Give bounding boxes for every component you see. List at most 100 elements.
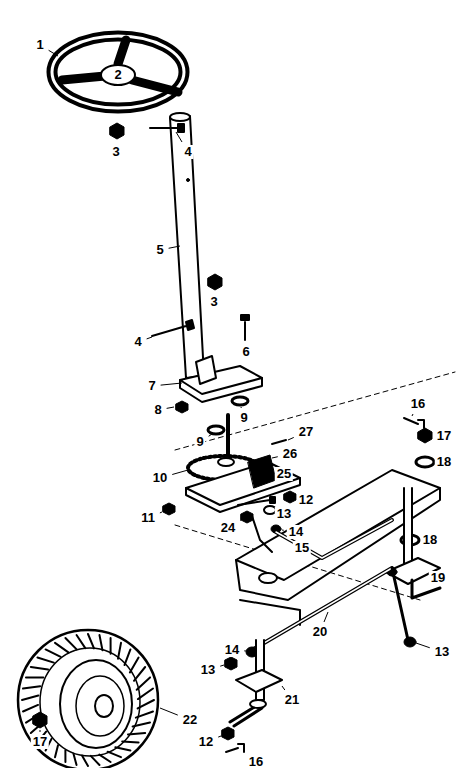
leader-line	[416, 643, 430, 648]
leader-line	[218, 736, 221, 737]
callout-number: 24	[219, 521, 237, 535]
leader-line	[272, 457, 278, 458]
callout-number: 17	[435, 429, 453, 443]
steering-column	[170, 113, 204, 378]
leader-line	[412, 414, 413, 416]
nut	[33, 712, 47, 728]
nut	[208, 274, 222, 290]
bolt	[241, 315, 249, 340]
tread-groove	[118, 643, 121, 659]
steering-wheel	[52, 36, 184, 108]
bolt	[238, 497, 275, 505]
leader-line	[209, 434, 212, 436]
tread-groove	[55, 643, 68, 652]
leader-line	[147, 337, 152, 339]
lower-plate	[186, 440, 300, 512]
steering-bracket	[180, 356, 262, 402]
callout-number: 9	[238, 411, 249, 425]
leader-line	[172, 470, 188, 475]
leader-line	[220, 665, 224, 666]
callout-number: 11	[139, 511, 157, 525]
tread-groove	[23, 686, 40, 688]
tread-groove	[73, 754, 76, 765]
callout-number: 4	[182, 145, 193, 159]
callout-number: 2	[112, 68, 123, 82]
callout-number: 7	[146, 379, 157, 393]
leader-line	[176, 132, 182, 142]
tread-edge	[40, 648, 140, 756]
callout-number: 1	[34, 38, 45, 52]
tread-groove	[77, 635, 86, 648]
tread-groove	[99, 635, 102, 650]
tread-groove	[99, 755, 110, 762]
leader-line	[288, 437, 294, 440]
callout-number: 13	[199, 663, 217, 677]
nut	[222, 727, 234, 740]
tread-groove	[37, 658, 53, 663]
washer	[232, 397, 248, 405]
leader-line	[169, 246, 180, 248]
nut	[110, 123, 124, 139]
callout-number: 27	[297, 425, 315, 439]
callout-number: 4	[132, 335, 143, 349]
nut	[176, 401, 188, 413]
leader-line	[161, 383, 182, 385]
leader-line	[241, 407, 242, 408]
drag-link	[276, 520, 392, 558]
nut	[418, 428, 432, 443]
callout-number: 26	[281, 447, 299, 461]
callout-number: 14	[287, 525, 305, 539]
tread-groove	[23, 705, 38, 712]
tread-groove	[124, 649, 130, 665]
callout-number: 12	[297, 493, 315, 507]
leader-line	[282, 686, 285, 690]
leader-line	[160, 708, 178, 715]
nut	[163, 503, 175, 515]
leader-line	[282, 530, 284, 531]
drag-link	[276, 520, 392, 558]
leader-line	[240, 520, 242, 521]
leader-line	[270, 472, 272, 473]
tread-groove	[65, 638, 76, 649]
tie-rod	[246, 568, 416, 657]
tread-groove	[46, 649, 61, 656]
callout-number: 9	[194, 435, 205, 449]
callout-number: 22	[181, 713, 199, 727]
leader-line	[49, 50, 58, 56]
nut	[225, 657, 237, 670]
washer	[208, 426, 224, 434]
callout-number: 15	[293, 541, 311, 555]
tread-groove	[26, 676, 43, 678]
tread-groove	[64, 750, 66, 762]
callout-number: 5	[154, 243, 165, 257]
callout-number: 13	[275, 507, 293, 521]
washer	[416, 457, 434, 467]
callout-number: 3	[110, 145, 121, 159]
callout-number: 14	[223, 643, 241, 657]
front-wheel	[18, 630, 158, 768]
callout-number: 3	[208, 295, 219, 309]
tread-groove	[55, 745, 58, 757]
tread-groove	[88, 634, 94, 648]
leader-line	[167, 407, 174, 408]
cotter-pin	[226, 744, 244, 752]
tread-groove	[31, 667, 48, 670]
tread-groove	[22, 696, 38, 700]
tread-groove	[91, 756, 100, 765]
nut	[284, 491, 296, 503]
bolt	[150, 124, 184, 132]
leader-line	[160, 512, 162, 514]
callout-number: 18	[435, 455, 453, 469]
callout-number: 20	[311, 625, 329, 639]
leader-line	[244, 650, 246, 651]
callout-number: 16	[409, 397, 427, 411]
callout-number: 12	[197, 735, 215, 749]
callout-number: 21	[283, 693, 301, 707]
bolt	[152, 320, 194, 336]
callout-number: 8	[152, 403, 163, 417]
callout-number: 16	[247, 755, 265, 768]
leader-line	[324, 612, 328, 622]
callout-number: 13	[433, 645, 451, 659]
callout-number: 10	[151, 471, 169, 485]
